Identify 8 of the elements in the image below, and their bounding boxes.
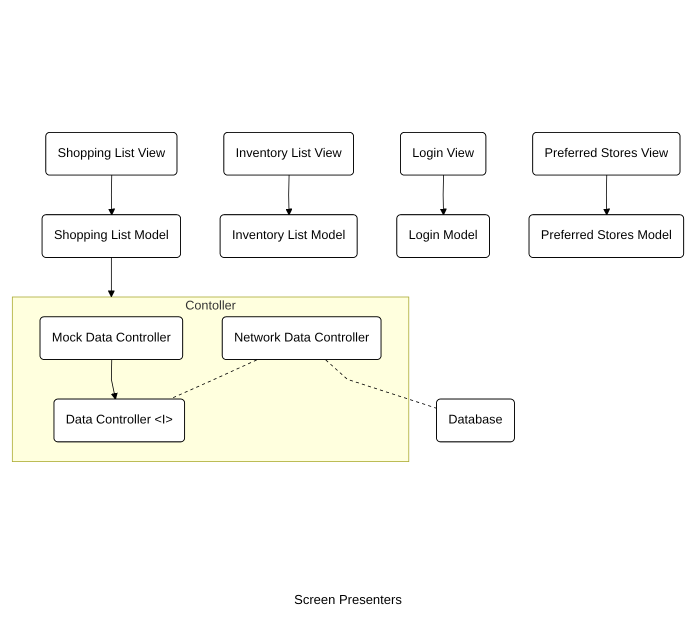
arrow [108, 175, 116, 216]
arrow [603, 175, 610, 216]
arrow [108, 257, 115, 298]
arrow [285, 175, 292, 216]
arrow [110, 360, 118, 400]
caption-text: Screen Presenters [294, 592, 402, 607]
arrow [440, 175, 447, 216]
connector [325, 360, 438, 409]
